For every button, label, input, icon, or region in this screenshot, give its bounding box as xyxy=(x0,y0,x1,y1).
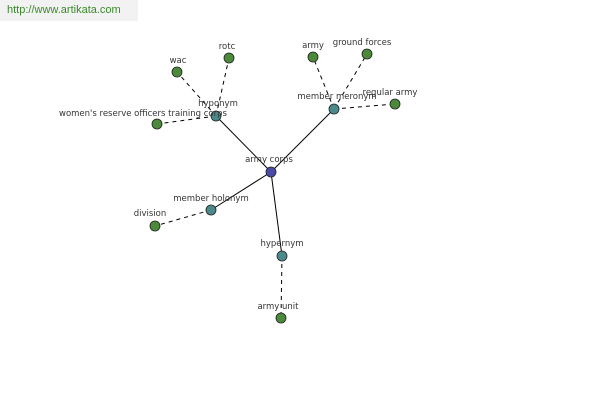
graph-edges xyxy=(154,53,396,319)
edge-member-meronym-to-regular-army xyxy=(333,103,396,110)
node-regular-army[interactable] xyxy=(389,98,401,110)
node-label-member-meronym: member meronym xyxy=(297,92,376,102)
node-label-ground-forces: ground forces xyxy=(333,38,392,48)
edge-member-holonym-to-division xyxy=(154,209,212,227)
edge-member-meronym-to-ground-forces xyxy=(333,53,368,110)
node-label-rotc: rotc xyxy=(219,42,236,52)
edge-army-corps-to-member-holonym xyxy=(210,171,272,211)
node-army-corps[interactable] xyxy=(265,166,277,178)
edge-army-corps-to-hyponym xyxy=(215,115,272,173)
node-label-hyponym: hyponym xyxy=(198,99,238,109)
node-ground-forces[interactable] xyxy=(361,48,373,60)
edge-hyponym-to-wac xyxy=(176,71,217,117)
node-label-regular-army: regular army xyxy=(363,88,418,98)
node-division[interactable] xyxy=(149,220,161,232)
node-label-army-unit: army unit xyxy=(257,302,299,312)
node-label-division: division xyxy=(134,209,167,219)
node-label-womens-reserve: women's reserve officers training corps xyxy=(59,109,228,119)
node-army[interactable] xyxy=(307,51,319,63)
node-wac[interactable] xyxy=(171,66,183,78)
edge-hypernym-to-army-unit xyxy=(280,255,283,319)
node-member-holonym[interactable] xyxy=(205,204,217,216)
node-label-member-holonym: member holonym xyxy=(173,194,248,204)
edge-hyponym-to-rotc xyxy=(215,57,230,117)
node-hypernym[interactable] xyxy=(276,250,288,262)
edge-hyponym-to-womens-reserve xyxy=(156,115,217,125)
graph-nodes xyxy=(149,48,401,324)
node-womens-reserve[interactable] xyxy=(151,118,163,130)
node-label-hypernym: hypernym xyxy=(260,239,303,249)
node-label-wac: wac xyxy=(170,56,187,66)
node-rotc[interactable] xyxy=(223,52,235,64)
node-hyponym[interactable] xyxy=(210,110,222,122)
node-member-meronym[interactable] xyxy=(328,103,340,115)
edge-member-meronym-to-army xyxy=(312,56,335,110)
edge-army-corps-to-hypernym xyxy=(270,171,283,257)
graph-labels: army corps hyponym member meronym member ho… xyxy=(59,38,417,312)
node-label-army-corps: army corps xyxy=(245,155,293,165)
watermark-url: http://www.artikata.com xyxy=(0,0,138,21)
node-label-army: army xyxy=(302,41,324,51)
edge-army-corps-to-member-meronym xyxy=(270,108,335,173)
node-army-unit[interactable] xyxy=(275,312,287,324)
